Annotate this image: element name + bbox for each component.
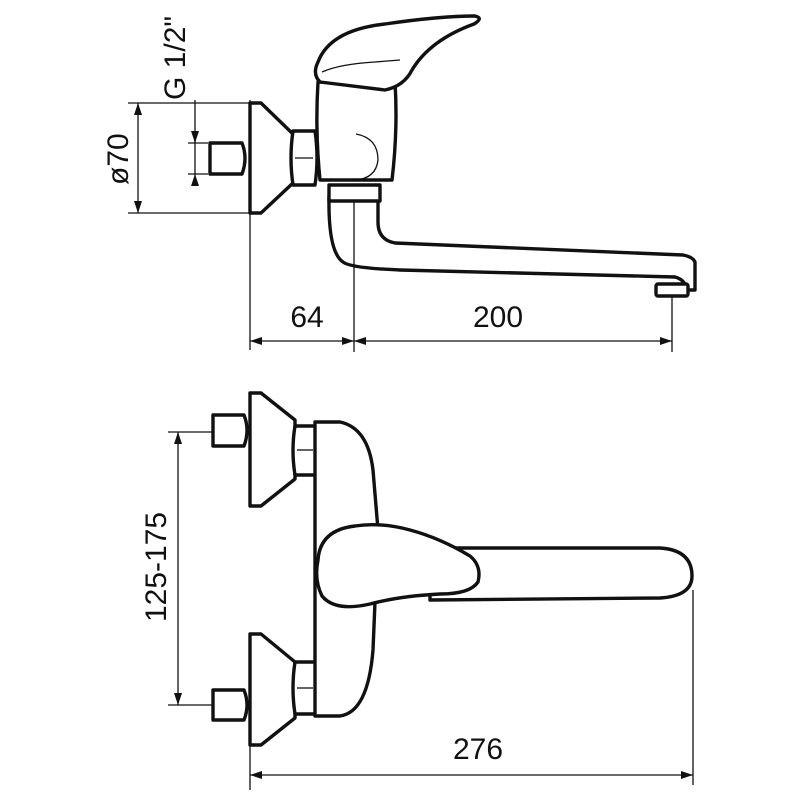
spout-reach-label: 200 <box>473 301 523 334</box>
side-aerator <box>654 282 690 298</box>
arrow-64-left <box>250 337 262 345</box>
inlet-spacing-label: 125-175 <box>140 512 173 622</box>
flange-arrow-bottom <box>134 201 142 213</box>
side-spout <box>327 194 697 292</box>
total-arrow-left <box>250 771 262 779</box>
side-cartridge-arc <box>355 133 379 181</box>
upper-wall-flange <box>248 391 297 508</box>
inlet-spacing-arrow-top <box>174 432 182 444</box>
side-spout-collar <box>327 183 382 203</box>
top-lever-handle <box>314 522 481 609</box>
wall-to-body-label: 64 <box>290 301 323 334</box>
side-connector-stub <box>208 141 247 176</box>
flange-arrow-top <box>134 103 142 115</box>
arrow-200-right <box>660 337 672 345</box>
side-view: G 1/2" ø70 64 200 <box>102 14 697 352</box>
inlet-spacing-arrow-bottom <box>174 693 182 705</box>
side-lever-inner-line <box>321 59 401 73</box>
flange-diameter-label: ø70 <box>102 133 135 185</box>
top-view: 125-175 276 <box>140 391 694 790</box>
thread-arrow-top <box>191 131 199 143</box>
arrow-64-right <box>342 337 354 345</box>
side-mixer-body <box>315 80 398 182</box>
total-length-label: 276 <box>453 733 503 766</box>
lower-wall-flange <box>248 632 297 747</box>
upper-connector-stub <box>211 413 249 448</box>
thread-label: G 1/2" <box>159 16 192 100</box>
top-spout <box>428 546 694 602</box>
total-arrow-right <box>681 771 693 779</box>
side-lever-handle <box>313 14 481 92</box>
side-wall-flange <box>248 101 295 215</box>
thread-arrow-bottom <box>191 174 199 186</box>
arrow-200-left <box>354 337 366 345</box>
lower-connector-stub <box>211 688 249 722</box>
